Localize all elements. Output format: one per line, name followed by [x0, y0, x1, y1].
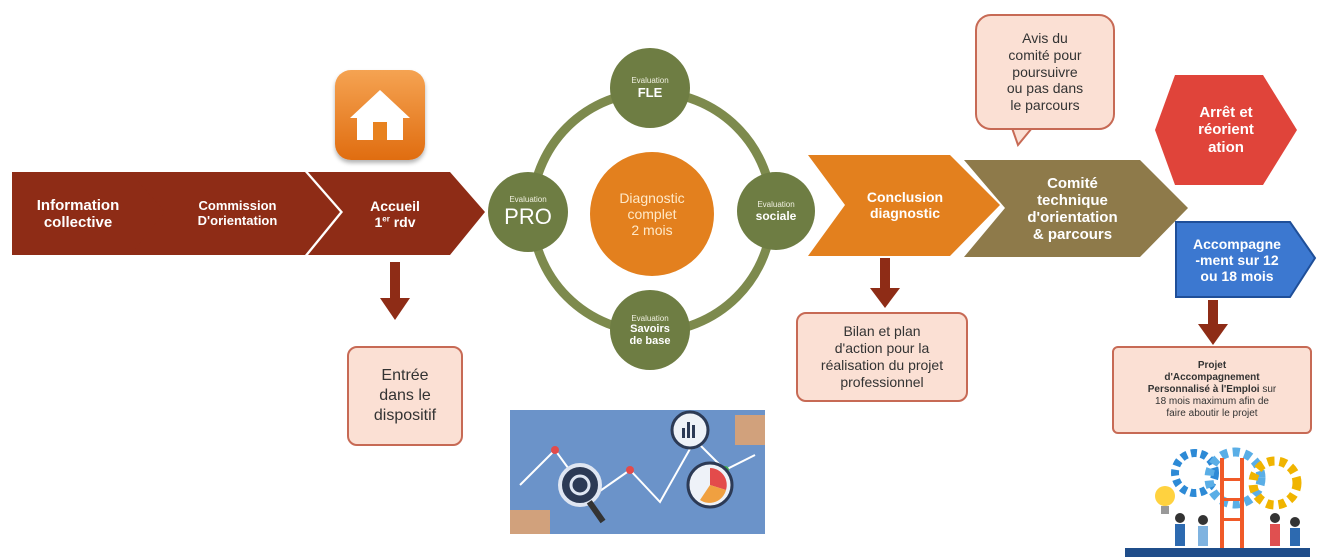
projet-box: Projet d'Accompagnement Personnalisé à l… [1112, 346, 1312, 434]
avis-bubble-tail [1010, 127, 1035, 148]
down-arrow-accompagnement [1198, 300, 1228, 345]
home-icon [335, 70, 425, 160]
down-arrow-accueil [380, 262, 410, 320]
chevron-conclusion [808, 155, 1000, 256]
arret-hexagon [1155, 75, 1297, 185]
chevron-comite [964, 160, 1188, 257]
chevron-accueil-label: Accueil 1er rdv [370, 197, 420, 230]
cycle-savoirs: Evaluation Savoirs de base [610, 290, 690, 370]
chevron-accueil [308, 172, 485, 255]
chevron-information [12, 172, 170, 255]
accompagnement-shape [1175, 221, 1317, 298]
down-arrow-conclusion [870, 258, 900, 308]
teamwork-illustration [1125, 438, 1310, 557]
chevron-commission [130, 172, 340, 255]
analytics-illustration [510, 410, 765, 534]
